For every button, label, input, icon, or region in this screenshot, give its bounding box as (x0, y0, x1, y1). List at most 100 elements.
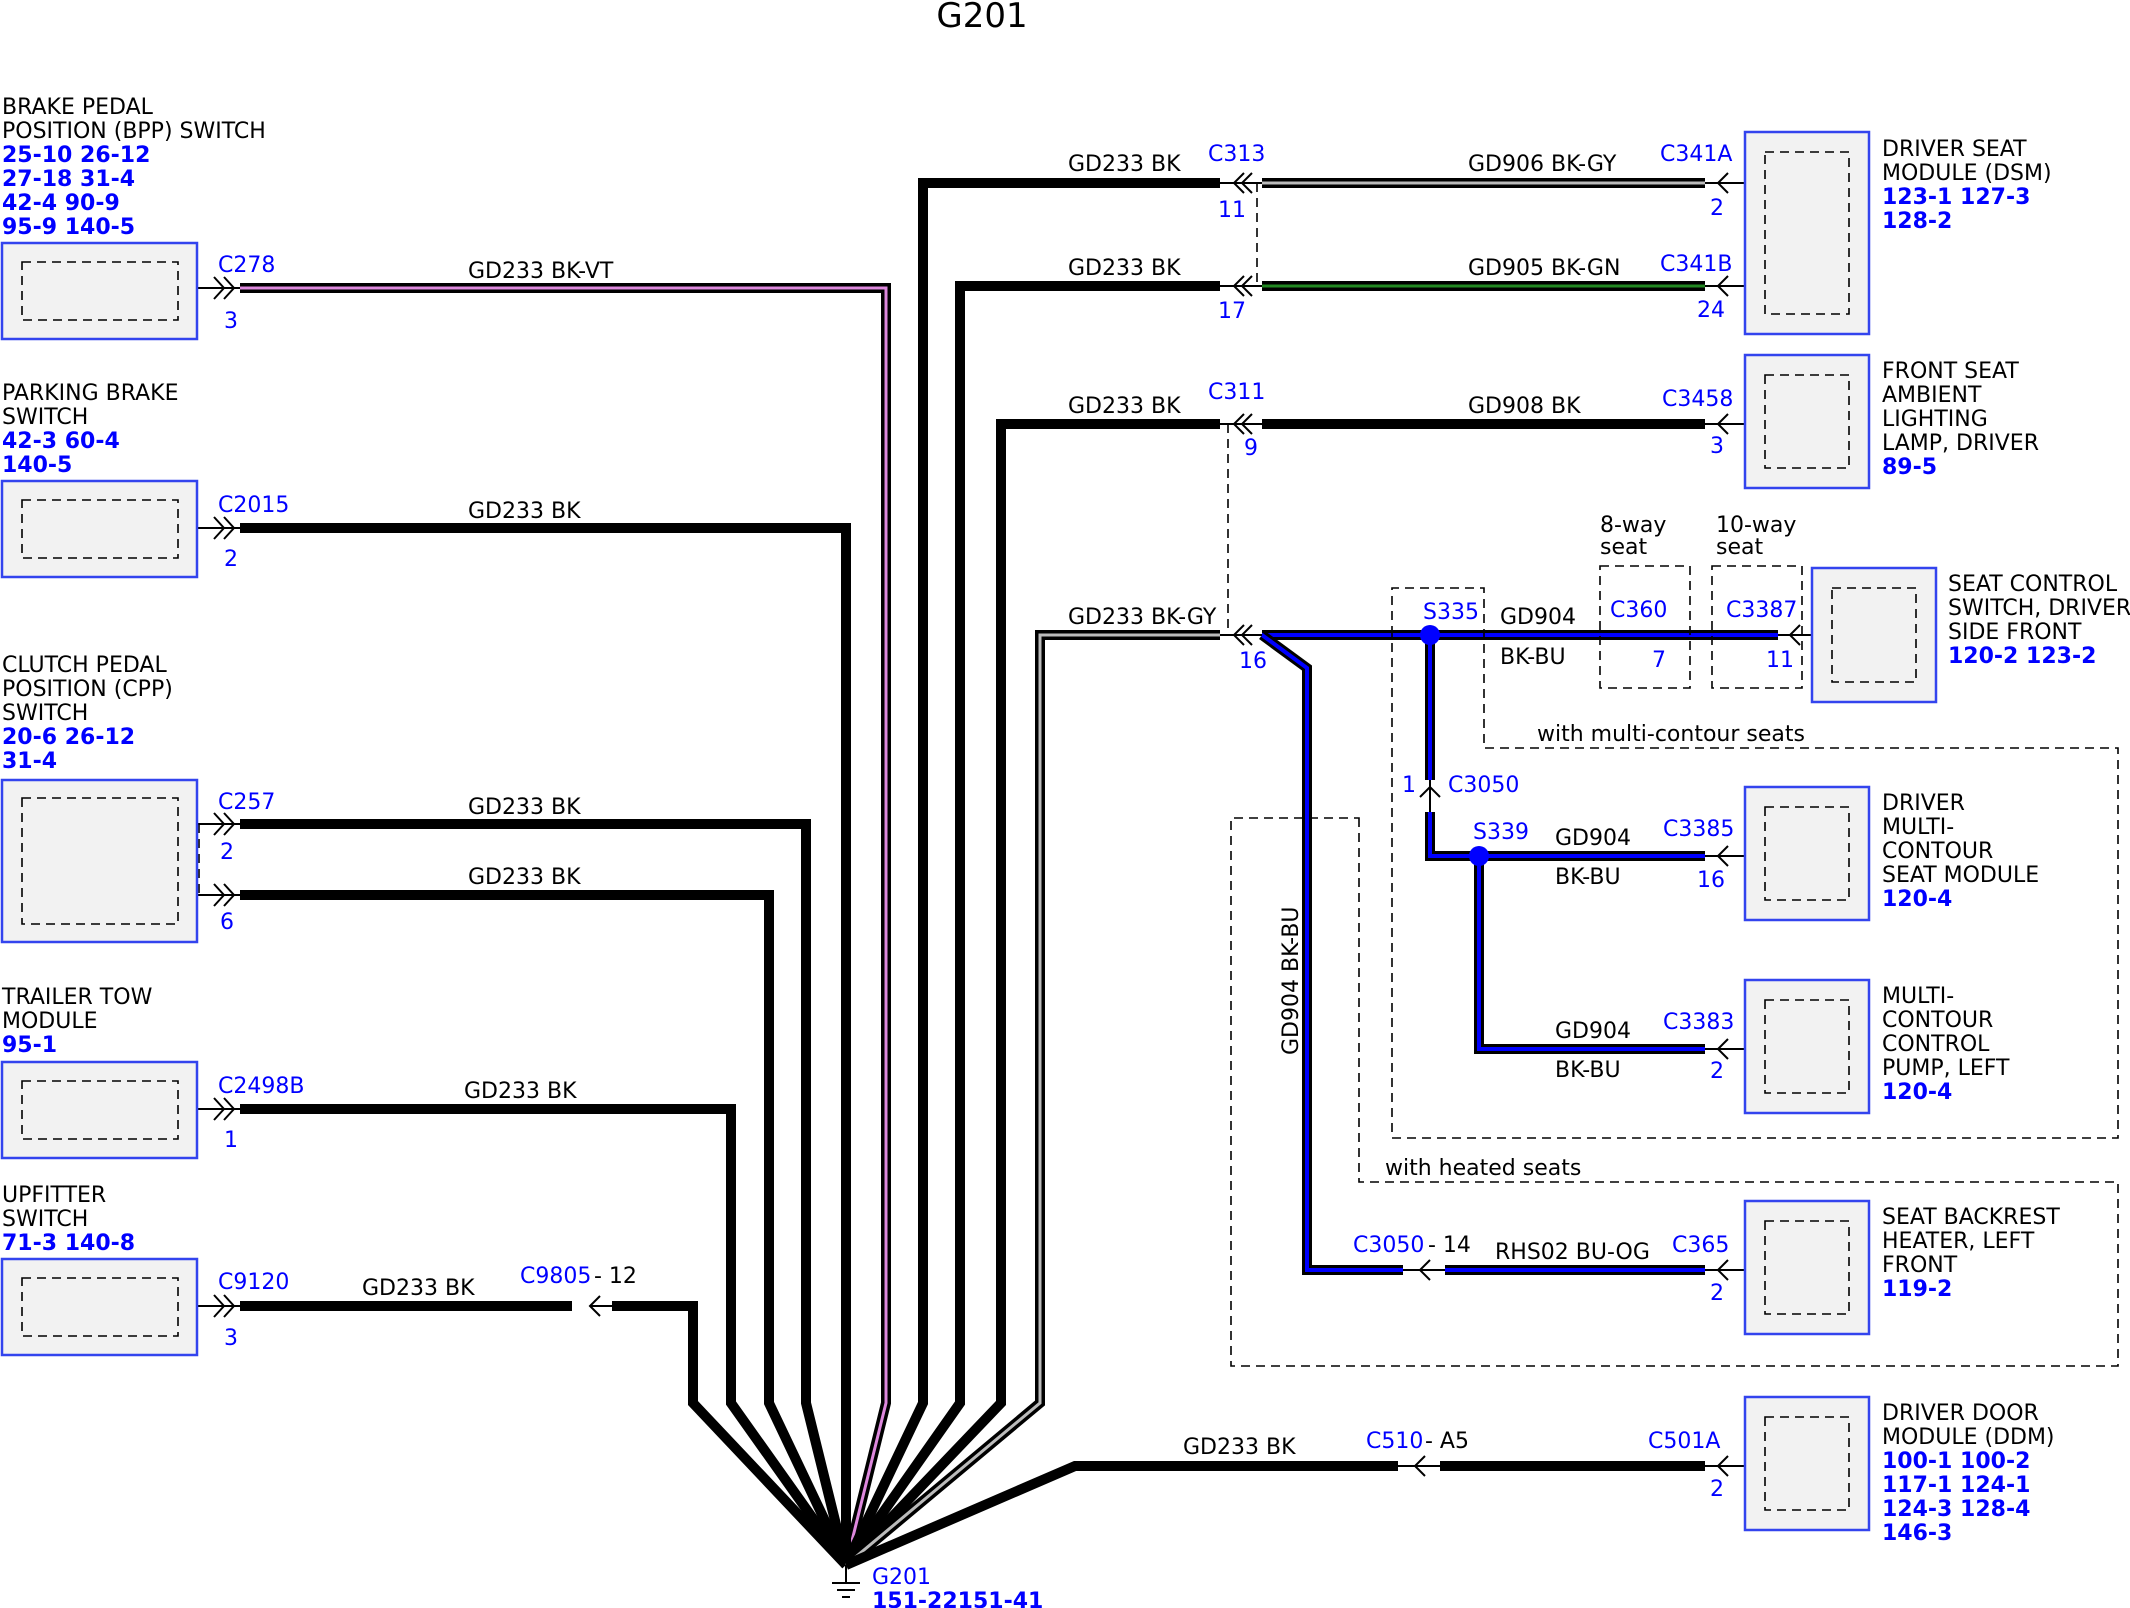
wire-c278 (240, 283, 891, 1567)
splice-s339: S339 (1473, 820, 1529, 845)
comp-name-line: TRAILER TOW (1, 985, 153, 1010)
connector-c313: C313 (1208, 142, 1265, 167)
connector-c3050-b: C3050 (1353, 1233, 1424, 1258)
wire-label: GD233 BK (1068, 152, 1181, 177)
comp-name-line: HEATER, LEFT (1882, 1229, 2035, 1254)
comp-name-line: SWITCH, DRIVER (1948, 596, 2130, 621)
ground-refs: 151-22151-41 (872, 1589, 1043, 1608)
comp-name-line: LIGHTING (1882, 407, 1988, 432)
wire-label: GD233 BK (468, 795, 581, 820)
pin-c3383: 2 (1710, 1059, 1724, 1084)
comp-box (0, 479, 199, 579)
note-10way-line: 10-way (1716, 513, 1796, 538)
comp-ref-line: 71-3 140-8 (2, 1231, 135, 1256)
comp-inner (21, 1277, 179, 1337)
comp-ref-line: 31-4 (2, 749, 57, 774)
comp-ref-line: 120-2 123-2 (1948, 644, 2096, 669)
component-wires-right (1259, 178, 1778, 1275)
comp-ref-line: 119-2 (1882, 1277, 1952, 1302)
comp-box (0, 778, 199, 944)
connector-c311: C311 (1208, 380, 1265, 405)
comp-ref-line: 27-18 31-4 (2, 167, 135, 192)
pin-c365: 2 (1710, 1281, 1724, 1306)
pin-c9120: 3 (224, 1326, 238, 1351)
component-parking-brake-switch: PARKING BRAKE SWITCH 42-3 60-4 140-5 (0, 381, 199, 579)
comp-name-line: CONTOUR (1882, 839, 1993, 864)
comp-ref-line: 123-1 127-3 (1882, 185, 2030, 210)
pin-c3385: 16 (1697, 868, 1725, 893)
component-multi-contour-control-pump: MULTI- CONTOUR CONTROL PUMP, LEFT 120-4 (1743, 978, 2010, 1115)
connector-c360: C360 (1610, 598, 1667, 623)
comp-box (1743, 130, 1871, 336)
pin-c3458: 3 (1710, 434, 1724, 459)
wire-label: GD233 BK (464, 1079, 577, 1104)
comp-name-line: CONTOUR (1882, 1008, 1993, 1033)
comp-inner (1764, 1220, 1850, 1315)
comp-name-line: POSITION (CPP) (2, 677, 173, 702)
wire-ddm-a (844, 1461, 1398, 1570)
connector-labels: C278 3 C2015 2 C257 2 6 C2498B 1 C9120 3… (218, 142, 1797, 1502)
wire-label: RHS02 BU-OG (1495, 1240, 1650, 1265)
component-driver-multi-contour-seat-module: DRIVER MULTI- CONTOUR SEAT MODULE 120-4 (1743, 785, 2039, 922)
comp-inner (1831, 587, 1917, 683)
comp-ref-line: 95-1 (2, 1033, 57, 1058)
wire-c9120b (612, 1301, 850, 1569)
comp-ref-line: 120-4 (1882, 1080, 1952, 1105)
comp-ref-line: 146-3 (1882, 1521, 1952, 1546)
comp-name-line: PUMP, LEFT (1882, 1056, 2010, 1081)
connector-c3050: C3050 (1448, 773, 1519, 798)
wire-label: GD906 BK-GY (1468, 152, 1617, 177)
comp-name-line: CLUTCH PEDAL (2, 653, 167, 678)
comp-name-line: BRAKE PEDAL (2, 95, 154, 120)
comp-ref-line: 140-5 (2, 453, 72, 478)
component-front-seat-ambient-lamp: FRONT SEAT AMBIENT LIGHTING LAMP, DRIVER… (1743, 353, 2039, 490)
comp-name-line: SIDE FRONT (1948, 620, 2082, 645)
note-10way-line: seat (1716, 535, 1763, 560)
wire-label: BK-BU (1500, 645, 1566, 670)
wire-label: GD233 BK (362, 1276, 475, 1301)
comp-name-line: DRIVER DOOR (1882, 1401, 2039, 1426)
pin-c313-b: 17 (1218, 299, 1246, 324)
comp-ref-line: 117-1 124-1 (1882, 1473, 2030, 1498)
connector-c9120: C9120 (218, 1270, 289, 1295)
component-driver-door-module: DRIVER DOOR MODULE (DDM) 100-1 100-2 117… (1743, 1395, 2055, 1546)
pin-c2498b: 1 (224, 1128, 238, 1153)
wire-label: GD233 BK (468, 499, 581, 524)
wire-label: GD233 BK-VT (468, 259, 614, 284)
comp-inner (1764, 1416, 1850, 1511)
connector-c257: C257 (218, 790, 275, 815)
comp-inner (21, 261, 179, 321)
pin-c341b: 24 (1697, 298, 1725, 323)
wire-bkgy (842, 630, 1220, 1569)
wire-c257b (240, 890, 851, 1568)
connector-c501a: C501A (1648, 1429, 1720, 1454)
connector-arrows (178, 172, 1832, 1477)
connector-c3383: C3383 (1663, 1010, 1734, 1035)
pin-c257-b: 6 (220, 910, 234, 935)
comp-ref-line: 128-2 (1882, 209, 1952, 234)
comp-ref-line: 124-3 128-4 (1882, 1497, 2030, 1522)
comp-name-line: FRONT SEAT (1882, 359, 2019, 384)
pin-c510: - A5 (1425, 1429, 1469, 1454)
comp-box (0, 241, 199, 341)
comp-name-line: FRONT (1882, 1253, 1958, 1278)
pin-c311-b: 16 (1239, 649, 1267, 674)
wire-label: GD233 BK (1068, 256, 1181, 281)
comp-ref-line: 25-10 26-12 (2, 143, 150, 168)
wire-c313b (841, 281, 1220, 1568)
ground-wires-right (841, 178, 1705, 1570)
wire-label: BK-BU (1555, 865, 1621, 890)
wire-label-vertical: GD904 BK-BU (1279, 906, 1304, 1055)
component-cpp-switch: CLUTCH PEDAL POSITION (CPP) SWITCH 20-6 … (0, 653, 199, 944)
pin-c313-a: 11 (1218, 198, 1246, 223)
ground-label: G201 (872, 1565, 931, 1590)
comp-name-line: MODULE (2, 1009, 98, 1034)
wire-c257a (240, 819, 851, 1567)
wire-c311 (842, 419, 1220, 1569)
component-trailer-tow-module: TRAILER TOW MODULE 95-1 (0, 985, 199, 1160)
note-8way-line: 8-way (1600, 513, 1666, 538)
comp-name-line: AMBIENT (1882, 383, 1982, 408)
comp-name-line: SWITCH (2, 405, 88, 430)
ground-wires-left (240, 283, 891, 1569)
pin-c360: 7 (1652, 648, 1666, 673)
